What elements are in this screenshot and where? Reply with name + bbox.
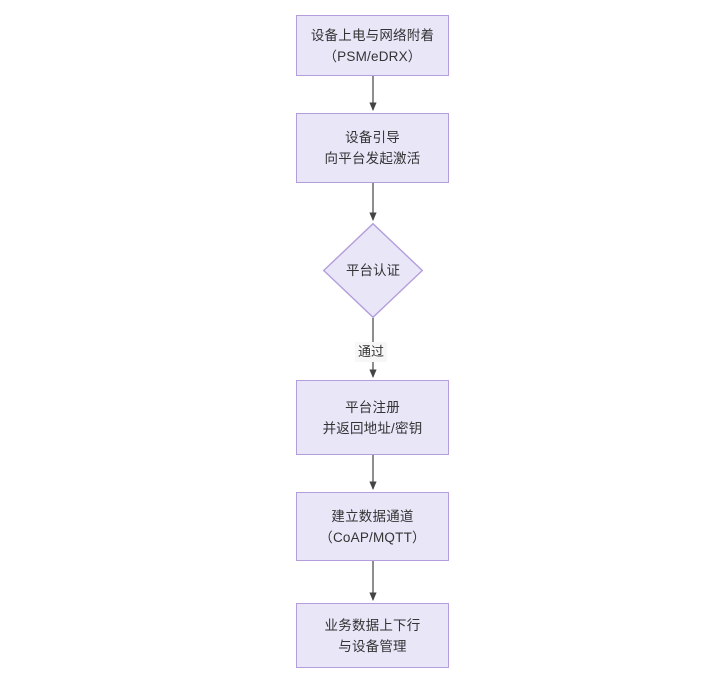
node-line: 设备上电与网络附着: [310, 27, 435, 43]
node-line: 平台注册: [345, 399, 400, 415]
edge-label-pass: 通过: [355, 342, 388, 362]
node-line: 平台认证: [346, 263, 400, 278]
node-line: 业务数据上下行: [324, 617, 421, 633]
node-line: 向平台发起激活: [324, 151, 421, 166]
node-business-data-and-device-management[interactable]: 业务数据上下行 与设备管理: [296, 603, 449, 668]
node-device-bootstrap[interactable]: 设备引导 向平台发起激活: [296, 113, 449, 183]
diamond-shape: [323, 223, 423, 318]
node-line: （CoAP/MQTT）: [319, 529, 426, 545]
node-platform-registration[interactable]: 平台注册 并返回地址/密钥: [296, 380, 449, 455]
node-data-channel[interactable]: 建立数据通道 （CoAP/MQTT）: [296, 492, 449, 561]
node-device-power-on[interactable]: 设备上电与网络附着 （PSM/eDRX）: [296, 15, 449, 76]
node-line: 设备引导: [345, 130, 400, 145]
node-line: （PSM/eDRX）: [323, 48, 422, 64]
node-line: 建立数据通道: [331, 508, 414, 524]
node-line: 并返回地址/密钥: [322, 420, 423, 436]
node-platform-auth-decision[interactable]: 平台认证: [323, 223, 423, 318]
node-line: 与设备管理: [338, 638, 407, 654]
